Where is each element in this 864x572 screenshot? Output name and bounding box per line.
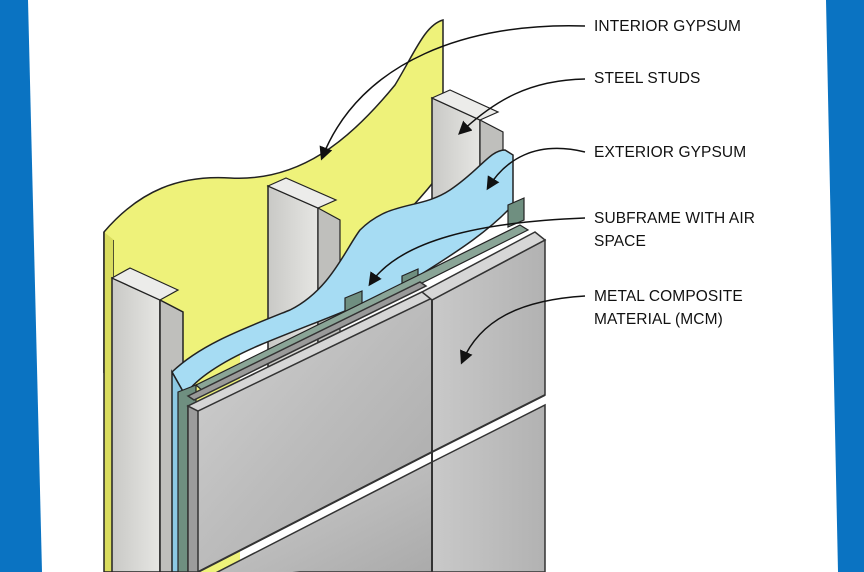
exterior-gypsum-board [171, 149, 514, 397]
arrow-interior-gypsum [319, 24, 586, 161]
label-mcm: METAL COMPOSITE MATERIAL (MCM) [594, 288, 743, 328]
arrow-subframe [368, 217, 586, 287]
right-border-band [826, 0, 864, 572]
left-border-band [0, 0, 42, 572]
arrow-mcm [460, 295, 586, 365]
mcm-panels [186, 231, 547, 572]
label-steel-studs: STEEL STUDS [594, 70, 701, 87]
label-subframe: SUBFRAME WITH AIR SPACE [594, 210, 756, 250]
arrow-exterior-gypsum [486, 147, 586, 191]
arrow-steel-studs [458, 78, 586, 135]
label-exterior-gypsum: EXTERIOR GYPSUM [594, 144, 747, 161]
callout-arrows [319, 24, 586, 365]
label-interior-gypsum: INTERIOR GYPSUM [594, 18, 742, 35]
